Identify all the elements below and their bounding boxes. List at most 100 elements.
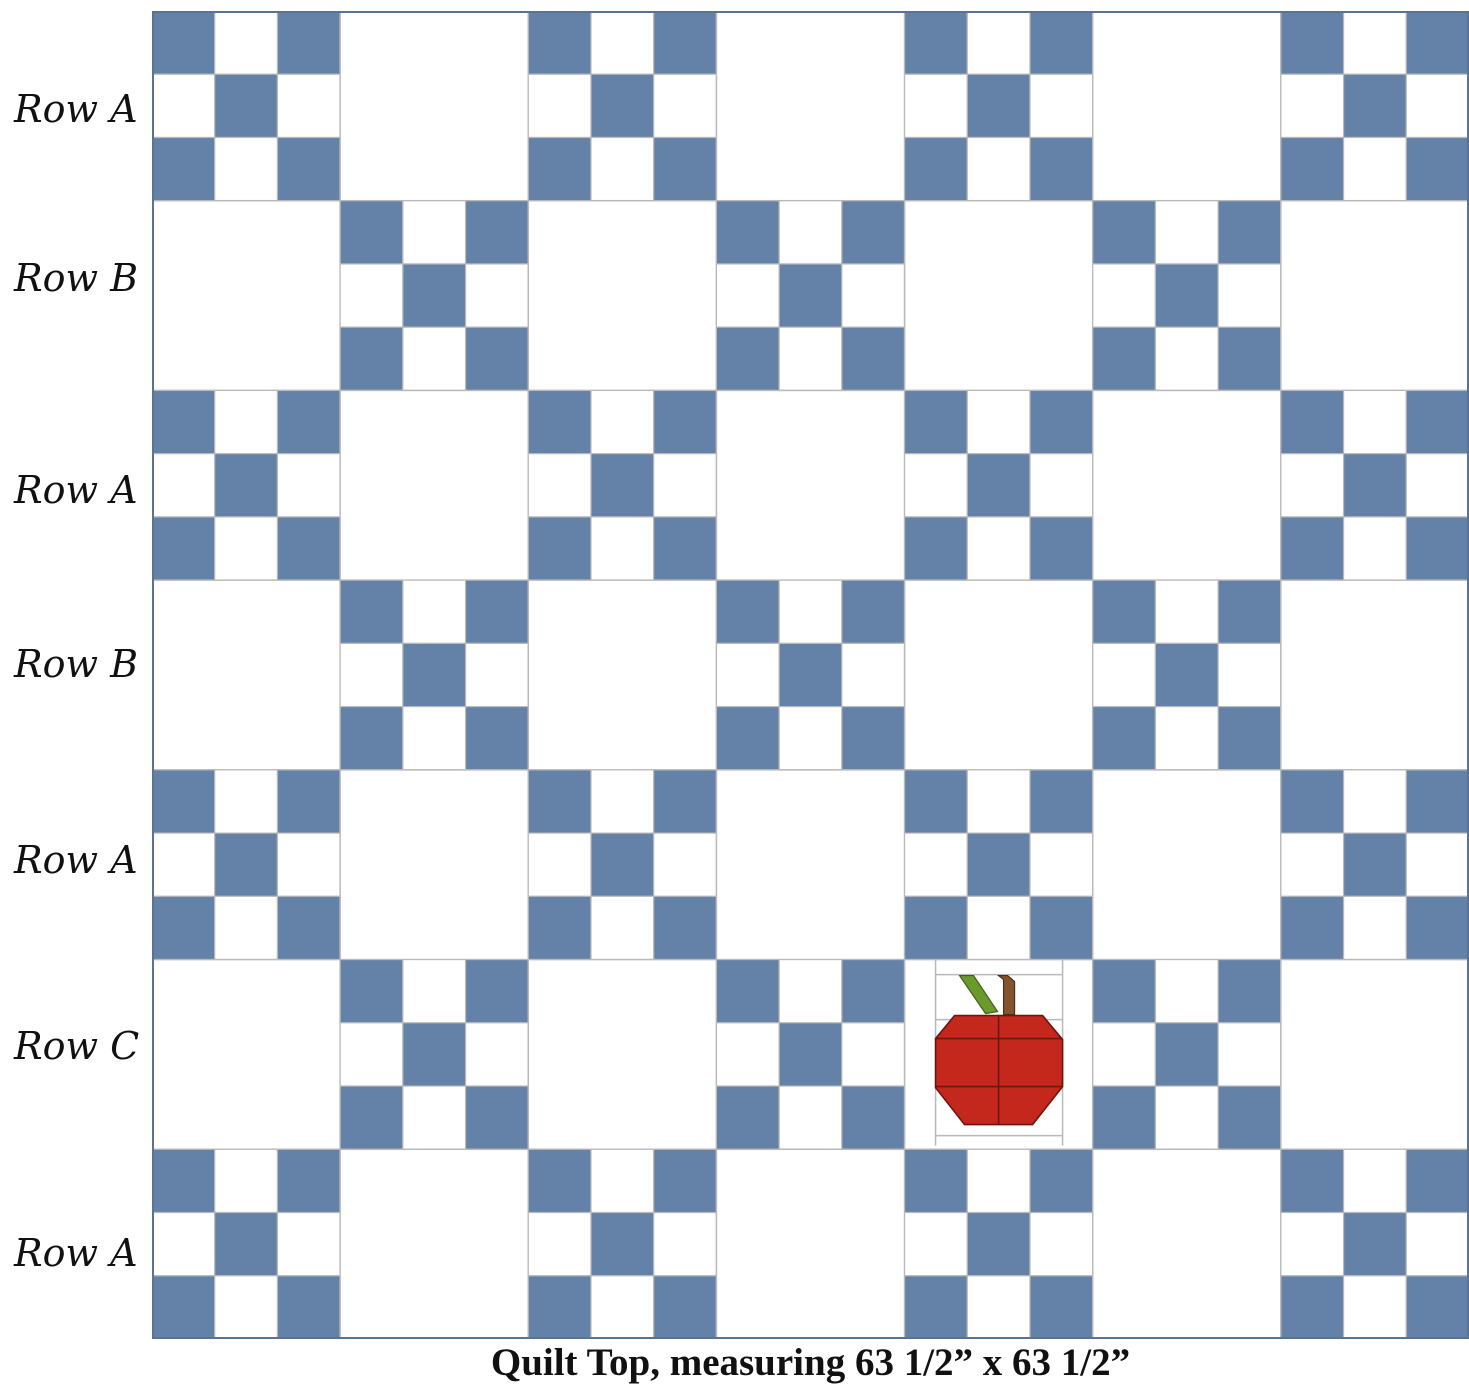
nine-patch-white-square (842, 1023, 905, 1086)
nine-patch-blue-square (277, 137, 340, 200)
nine-patch-blue-square (654, 896, 717, 959)
nine-patch-white-square (1344, 1149, 1407, 1212)
nine-patch-blue-square (152, 390, 215, 453)
plain-block (905, 580, 1093, 770)
nine-patch-blue-square (466, 327, 529, 390)
nine-patch-white-square (1344, 11, 1407, 74)
nine-patch-blue-square (466, 1086, 529, 1149)
nine-patch-blue-square (1093, 707, 1156, 770)
nine-patch-white-square (591, 896, 654, 959)
nine-patch-white-square (1406, 833, 1469, 896)
nine-patch-blue-square (1093, 960, 1156, 1023)
row-label-6: Row C (14, 1027, 139, 1065)
nine-patch-blue-square (1344, 833, 1407, 896)
nine-patch-white-square (779, 327, 842, 390)
plain-block (1093, 11, 1281, 201)
nine-patch-blue-square (1030, 390, 1093, 453)
nine-patch-blue-square (905, 770, 968, 833)
nine-patch-blue-square (905, 1149, 968, 1212)
nine-patch-white-square (779, 201, 842, 264)
nine-patch-white-square (654, 74, 717, 137)
nine-patch-blue-square (277, 770, 340, 833)
row-label-1: Row A (14, 90, 138, 128)
nine-patch-white-square (528, 833, 591, 896)
nine-patch-blue-square (528, 1149, 591, 1212)
nine-patch-blue-square (1281, 390, 1344, 453)
nine-patch-blue-square (967, 74, 1030, 137)
nine-patch-blue-square (1030, 137, 1093, 200)
nine-patch-white-square (591, 137, 654, 200)
nine-patch-white-square (1344, 517, 1407, 580)
nine-patch-blue-square (654, 770, 717, 833)
nine-patch-white-square (1218, 264, 1281, 327)
nine-patch-white-square (1093, 264, 1156, 327)
nine-patch-white-square (215, 11, 278, 74)
nine-patch-white-square (591, 11, 654, 74)
nine-patch-blue-square (1218, 580, 1281, 643)
nine-patch-white-square (215, 390, 278, 453)
nine-patch-blue-square (1030, 11, 1093, 74)
nine-patch-blue-square (905, 896, 968, 959)
nine-patch-blue-square (967, 1213, 1030, 1276)
nine-patch-white-square (403, 580, 466, 643)
nine-patch-blue-square (905, 11, 968, 74)
nine-patch-blue-square (1344, 1213, 1407, 1276)
plain-block (1093, 770, 1281, 960)
nine-patch-blue-square (1281, 896, 1344, 959)
nine-patch-blue-square (905, 1276, 968, 1339)
plain-block (340, 11, 528, 201)
nine-patch-blue-square (152, 1276, 215, 1339)
row-label-5: Row A (14, 841, 138, 879)
nine-patch-white-square (466, 643, 529, 706)
nine-patch-white-square (215, 896, 278, 959)
nine-patch-blue-square (277, 11, 340, 74)
nine-patch-white-square (215, 137, 278, 200)
nine-patch-blue-square (1406, 517, 1469, 580)
nine-patch-white-square (654, 833, 717, 896)
nine-patch-white-square (1030, 74, 1093, 137)
nine-patch-white-square (466, 264, 529, 327)
nine-patch-blue-square (215, 454, 278, 517)
nine-patch-blue-square (528, 770, 591, 833)
nine-patch-blue-square (842, 201, 905, 264)
nine-patch-white-square (779, 960, 842, 1023)
row-label-3: Row A (14, 471, 138, 509)
nine-patch-white-square (277, 1213, 340, 1276)
nine-patch-blue-square (152, 1149, 215, 1212)
nine-patch-blue-square (967, 454, 1030, 517)
nine-patch-blue-square (528, 517, 591, 580)
nine-patch-blue-square (1155, 1023, 1218, 1086)
nine-patch-white-square (1281, 1213, 1344, 1276)
nine-patch-blue-square (1406, 770, 1469, 833)
nine-patch-blue-square (466, 707, 529, 770)
nine-patch-white-square (1155, 201, 1218, 264)
nine-patch-blue-square (716, 707, 779, 770)
nine-patch-white-square (1344, 1276, 1407, 1339)
nine-patch-blue-square (842, 327, 905, 390)
nine-patch-blue-square (1218, 327, 1281, 390)
nine-patch-white-square (1344, 896, 1407, 959)
nine-patch-blue-square (1281, 11, 1344, 74)
nine-patch-white-square (215, 1276, 278, 1339)
nine-patch-blue-square (340, 707, 403, 770)
plain-block (1281, 960, 1469, 1150)
plain-block (716, 1149, 904, 1339)
quilt-caption: Quilt Top, measuring 63 1/2” x 63 1/2” (152, 1342, 1469, 1385)
nine-patch-blue-square (277, 1276, 340, 1339)
nine-patch-blue-square (403, 643, 466, 706)
nine-patch-blue-square (215, 74, 278, 137)
nine-patch-white-square (967, 137, 1030, 200)
nine-patch-white-square (1344, 770, 1407, 833)
nine-patch-blue-square (1218, 1086, 1281, 1149)
nine-patch-white-square (779, 707, 842, 770)
nine-patch-blue-square (1281, 137, 1344, 200)
nine-patch-blue-square (1093, 327, 1156, 390)
nine-patch-blue-square (528, 1276, 591, 1339)
nine-patch-blue-square (1406, 137, 1469, 200)
nine-patch-blue-square (528, 11, 591, 74)
plain-block (716, 770, 904, 960)
nine-patch-white-square (1406, 74, 1469, 137)
nine-patch-blue-square (1030, 896, 1093, 959)
nine-patch-blue-square (779, 643, 842, 706)
nine-patch-blue-square (654, 1149, 717, 1212)
